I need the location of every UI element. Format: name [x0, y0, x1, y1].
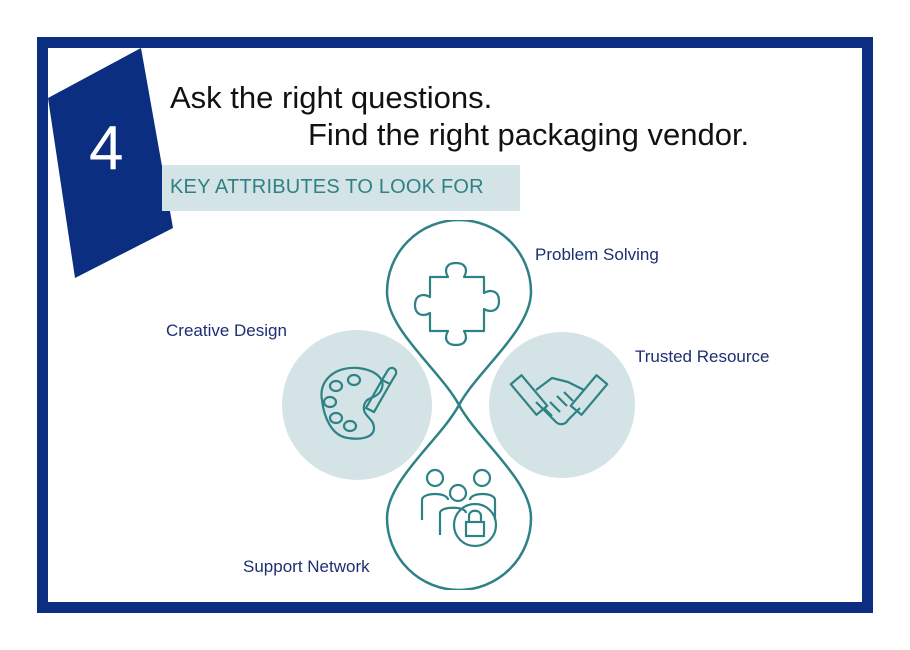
people-lock-icon	[420, 468, 498, 548]
label-problem-solving: Problem Solving	[535, 245, 659, 264]
label-support-network: Support Network	[243, 557, 370, 576]
title-line-1: Ask the right questions.	[170, 80, 493, 115]
attributes-diagram	[270, 218, 650, 592]
step-number: 4	[89, 114, 124, 183]
subtitle-bar	[162, 165, 520, 211]
step-badge	[48, 48, 173, 278]
trusted-resource-circle	[489, 332, 635, 478]
handshake-icon	[509, 374, 609, 426]
puzzle-piece-icon	[413, 261, 501, 347]
problem-solving-drop	[385, 218, 533, 408]
label-trusted-resource: Trusted Resource	[635, 347, 770, 366]
label-creative-design: Creative Design	[166, 321, 287, 340]
title-line-2: Find the right packaging vendor.	[308, 117, 750, 152]
palette-brush-icon	[320, 366, 398, 440]
creative-design-circle	[282, 330, 432, 480]
subtitle: KEY ATTRIBUTES TO LOOK FOR	[170, 176, 484, 198]
